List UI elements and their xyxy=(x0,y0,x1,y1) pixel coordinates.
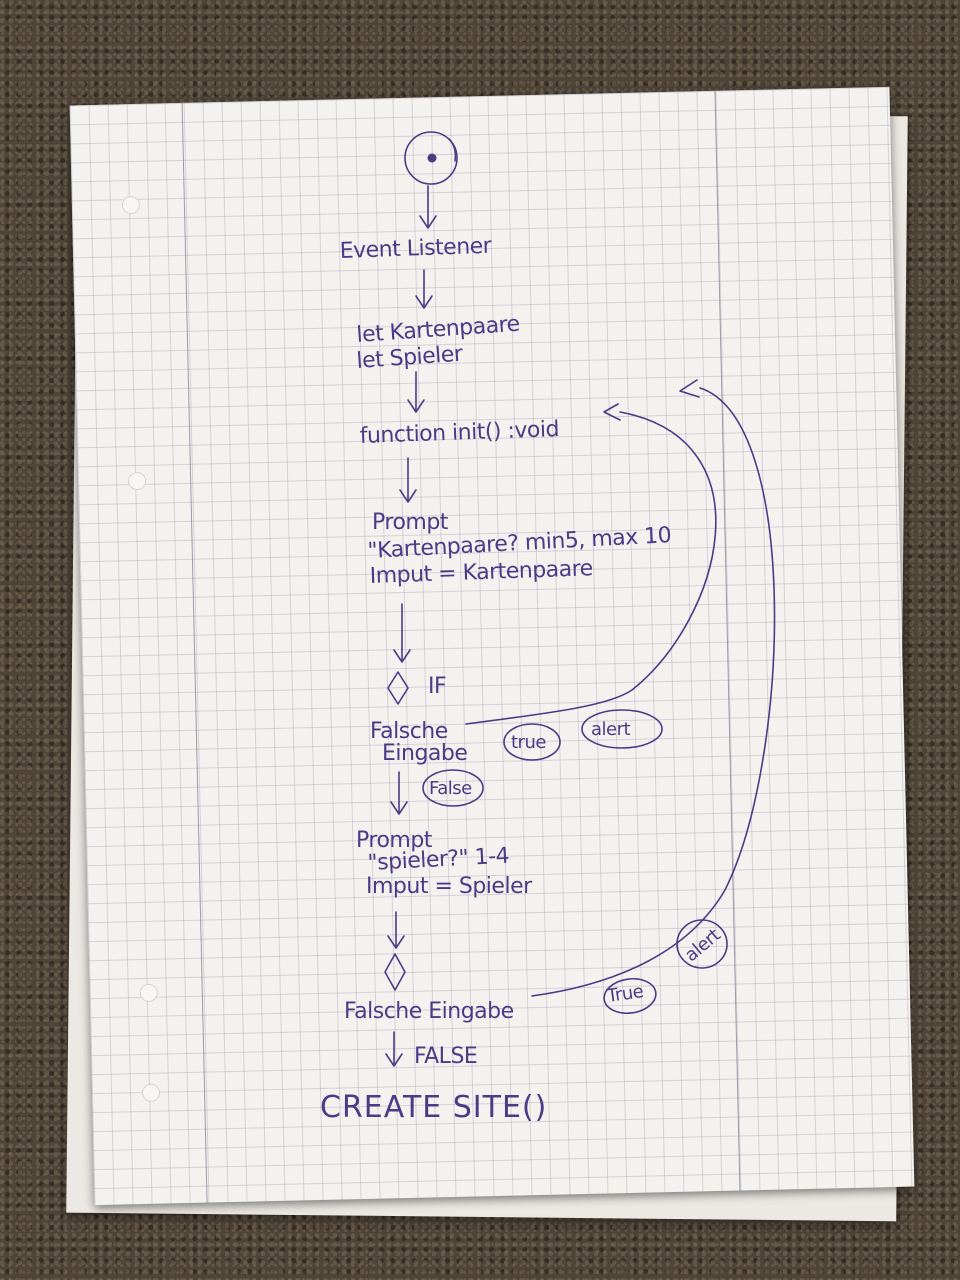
arrow-listener-to-let xyxy=(415,269,433,309)
false-circle-1 xyxy=(422,769,484,807)
final-step-create-site: CREATE SITE() xyxy=(320,1090,547,1125)
if-label: IF xyxy=(428,674,446,699)
loop-line-1 xyxy=(465,411,717,725)
step-event-listener: Event Listener xyxy=(339,234,493,264)
true-circle-1 xyxy=(503,723,561,761)
decision1-true-label: true xyxy=(511,732,546,753)
decision1-alert-label: alert xyxy=(591,719,631,740)
loop-arrow-head-1 xyxy=(603,403,621,421)
function-declaration: function init() :void xyxy=(359,417,559,449)
arrow-let-to-function xyxy=(407,371,425,413)
loop-arrow-head-2 xyxy=(679,379,700,398)
arrow-function-to-prompt1 xyxy=(399,457,417,503)
alert-circle-2 xyxy=(676,919,728,969)
decision1-line2: Eingabe xyxy=(382,741,467,766)
decision1-line1: Falsche xyxy=(370,719,448,744)
decision1-false-label: False xyxy=(429,778,472,799)
loop-line-2 xyxy=(531,387,776,997)
true-circle-2 xyxy=(603,977,657,1015)
arrow-prompt1-to-if xyxy=(393,603,411,663)
decision2-true-label: True xyxy=(605,981,645,1007)
arrow-decision2-to-create xyxy=(385,1031,403,1067)
decision2-alert-label: alert xyxy=(681,925,725,966)
alert-circle-1 xyxy=(581,709,663,749)
arrow-start-to-listener xyxy=(419,185,437,229)
prompt2-input: Imput = Spieler xyxy=(366,874,533,899)
decision-diamond-1 xyxy=(387,671,409,705)
arrow-prompt2-to-decision2 xyxy=(387,911,405,949)
decision2-false-label: FALSE xyxy=(414,1044,477,1069)
start-node xyxy=(404,131,458,185)
arrow-decision1-to-prompt2 xyxy=(390,771,408,815)
decision2-text: Falsche Eingabe xyxy=(344,999,514,1024)
prompt1-label: Prompt xyxy=(372,510,449,535)
decision-diamond-2 xyxy=(384,953,406,991)
prompt2-label: Prompt xyxy=(356,828,433,853)
